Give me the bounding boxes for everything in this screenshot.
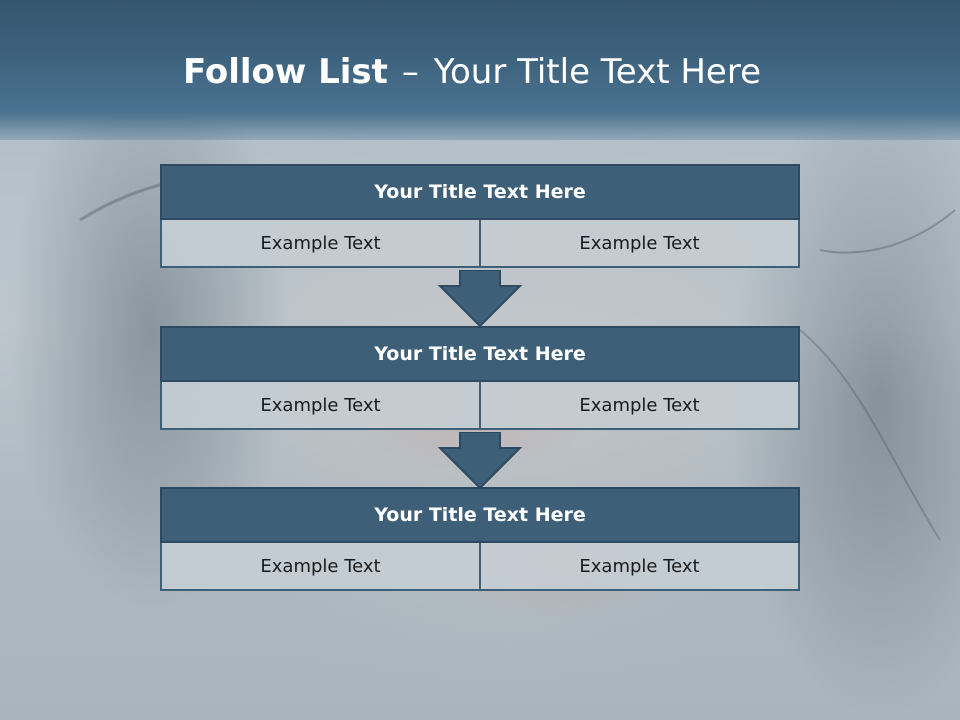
list-block-3: Your Title Text Here Example Text Exampl… (160, 487, 800, 591)
block-row: Example Text Example Text (160, 543, 800, 591)
block-cell-left: Example Text (160, 543, 481, 591)
list-block-1: Your Title Text Here Example Text Exampl… (160, 164, 800, 268)
block-cell-right: Example Text (481, 220, 800, 268)
title-bold-part: Follow List (182, 52, 388, 92)
title-rest: Your Title Text Here (433, 52, 762, 92)
list-block-2: Your Title Text Here Example Text Exampl… (160, 326, 800, 430)
block-title: Your Title Text Here (160, 164, 800, 220)
block-row: Example Text Example Text (160, 382, 800, 430)
block-cell-left: Example Text (160, 220, 481, 268)
down-arrow-icon (438, 432, 522, 490)
slide-title: Follow List– Your Title Text Here (0, 52, 944, 92)
block-cell-left: Example Text (160, 382, 481, 430)
title-dash: – (401, 52, 419, 92)
block-cell-right: Example Text (481, 382, 800, 430)
block-title: Your Title Text Here (160, 487, 800, 543)
block-cell-right: Example Text (481, 543, 800, 591)
header-band (0, 0, 960, 140)
block-title: Your Title Text Here (160, 326, 800, 382)
down-arrow-icon (438, 270, 522, 328)
block-row: Example Text Example Text (160, 220, 800, 268)
